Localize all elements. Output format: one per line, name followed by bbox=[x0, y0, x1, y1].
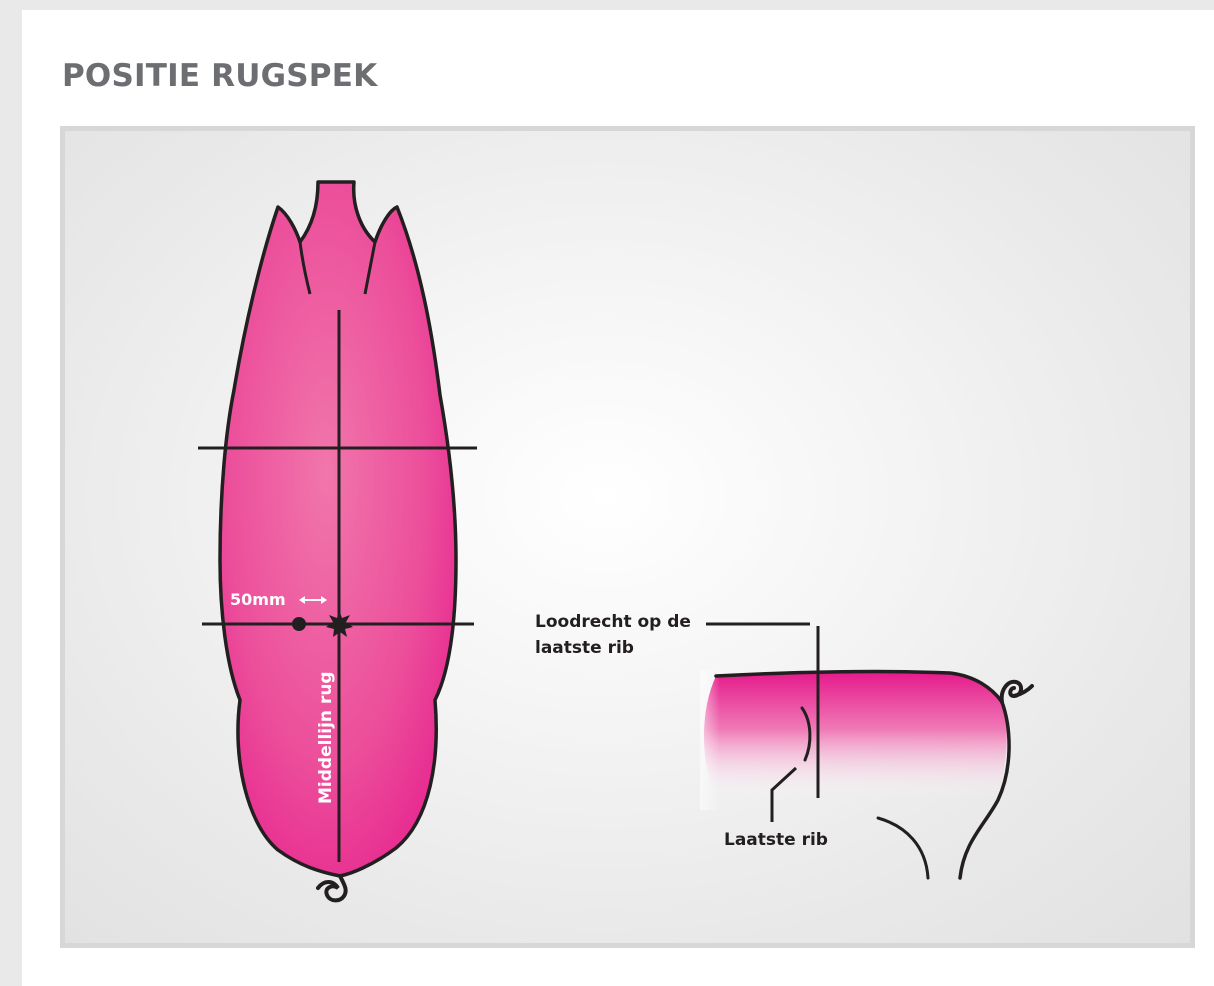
distance-label: 50mm bbox=[230, 590, 286, 609]
measurement-point-dot bbox=[292, 617, 306, 631]
perpendicular-label-line1: Loodrecht op de bbox=[535, 612, 691, 632]
midline-label: Middellijn rug bbox=[316, 671, 336, 804]
carcass-top-view: 50mm Middellijn rug bbox=[198, 182, 477, 900]
side-leg-outline bbox=[878, 818, 928, 878]
tail-curl bbox=[318, 876, 346, 900]
perpendicular-label-line2: laatste rib bbox=[535, 638, 634, 658]
carcass-side-view: Loodrecht op de laatste rib Laatste rib bbox=[535, 612, 1032, 878]
last-rib-label: Laatste rib bbox=[724, 830, 828, 850]
side-tail-curl bbox=[1002, 682, 1032, 702]
